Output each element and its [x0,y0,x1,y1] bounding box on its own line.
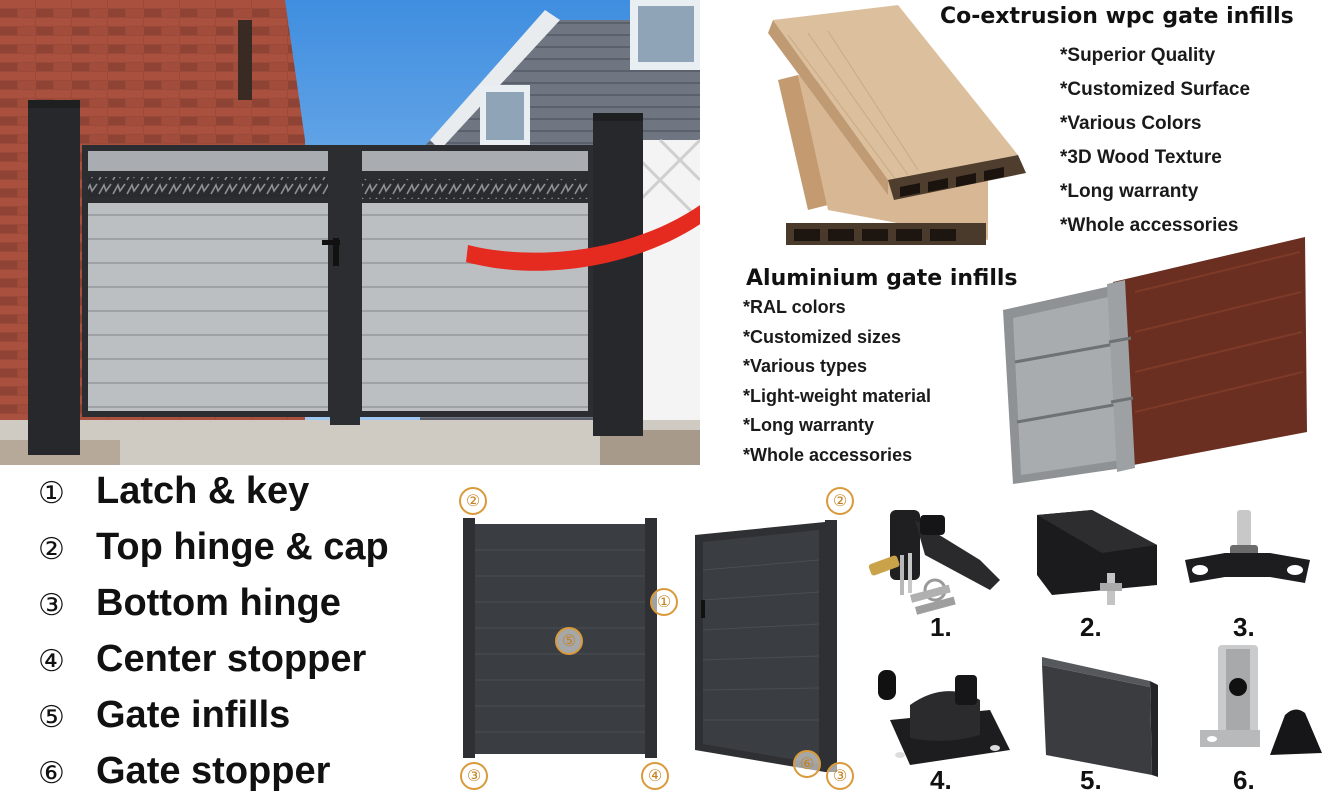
latch-key-image [868,510,1000,615]
wpc-feature-list: *Superior Quality *Customized Surface *V… [1060,39,1250,243]
wpc-feature: *3D Wood Texture [1060,147,1222,168]
wpc-feature: *Customized Surface [1060,79,1251,100]
gate-diagram [463,518,837,772]
gate-stopper-image [1200,645,1322,755]
red-arrow-icon [466,204,700,271]
aluminium-profile-image [1003,237,1307,484]
wpc-feature: *Long warranty [1060,181,1199,202]
aluminium-feature: *Customized sizes [743,326,902,347]
wpc-board-image [768,5,1026,245]
marker-infill: ⑤ [555,627,583,655]
bottom-hinge-image [1185,510,1310,583]
center-stopper-image [878,670,1010,765]
part-label-5: 5. [1080,765,1102,795]
marker-center-stopper: ④ [641,762,669,790]
marker-bottom-hinge-right: ③ [826,762,854,790]
marker-gate-stopper: ⑥ [793,750,821,778]
aluminium-feature: *Long warranty [743,415,875,436]
aluminium-feature: *Light-weight material [743,385,932,406]
marker-top-hinge-right: ② [826,487,854,515]
aluminium-title: Aluminium gate infills [746,266,1018,291]
marker-latch: ① [650,588,678,616]
aluminium-feature-list: *RAL colors *Customized sizes *Various t… [743,293,931,471]
marker-top-hinge-left: ② [459,487,487,515]
aluminium-feature: *Whole accessories [743,444,913,465]
gate-photo [0,0,700,465]
wpc-title: Co-extrusion wpc gate infills [940,4,1294,29]
aluminium-feature: *Various types [743,356,868,377]
wpc-feature: *Whole accessories [1060,215,1239,236]
top-hinge-cap-image [1037,510,1157,605]
wpc-feature: *Various Colors [1060,113,1202,134]
part-label-3: 3. [1233,612,1255,642]
part-label-4: 4. [930,765,952,795]
gate-infill-image [1042,657,1158,777]
part-label-6: 6. [1233,765,1255,795]
aluminium-feature: *RAL colors [743,297,846,317]
marker-bottom-hinge-left: ③ [460,762,488,790]
part-label-2: 2. [1080,612,1102,642]
wpc-feature: *Superior Quality [1060,45,1216,66]
part-label-1: 1. [930,612,952,642]
